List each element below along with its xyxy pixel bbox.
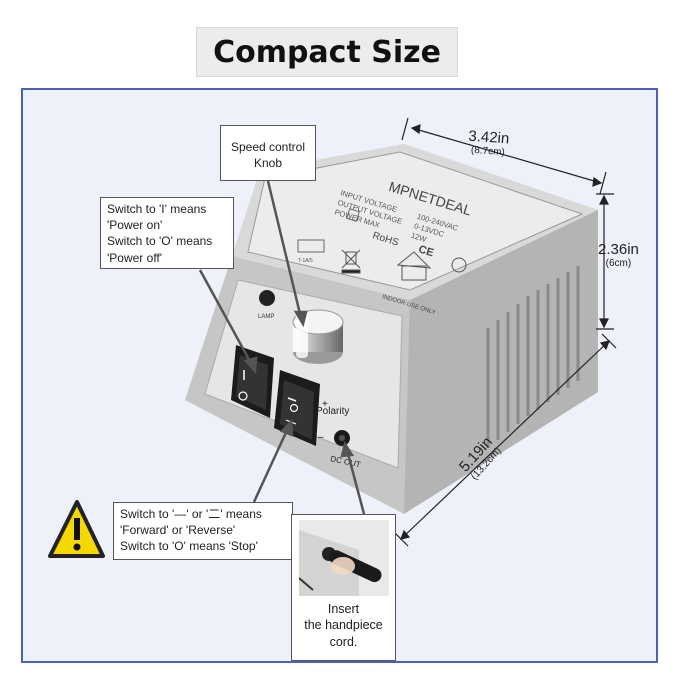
callout-line: 'Power on'	[107, 218, 163, 233]
device-label	[247, 151, 584, 291]
polarity-label: Polarity	[316, 406, 349, 417]
callout-line: Speed control	[230, 140, 306, 154]
device-front-panel	[204, 279, 403, 469]
callout-line: Switch to 'O' means	[107, 234, 213, 249]
insert-cord-callout: Insert the handpiece cord.	[291, 514, 396, 661]
dimension-lines	[393, 117, 617, 547]
cord-inset-photo	[298, 520, 389, 596]
power-switch-callout: Switch to 'I' means 'Power on' Switch to…	[100, 197, 234, 269]
vent-slots	[486, 266, 580, 448]
callout-line: 'Power off'	[107, 250, 163, 265]
height-dimension: 2.36in (6cm)	[598, 242, 639, 269]
callout-line: the handpiece	[304, 618, 383, 633]
svg-text:T-1A/5: T-1A/5	[298, 258, 313, 264]
width-value: 3.42in	[467, 127, 510, 148]
indoor-house-icon	[396, 251, 432, 281]
height-value: 2.36in	[598, 241, 639, 258]
weee-bin-icon	[341, 249, 361, 274]
plus-sign: +	[322, 399, 328, 410]
fuse-icon: T-1A/5	[297, 239, 325, 264]
minus-sign: –	[318, 432, 324, 443]
power-switch	[231, 345, 274, 418]
height-metric: (6cm)	[605, 258, 632, 269]
double-insulation-icon	[346, 208, 360, 222]
page-title: Compact Size	[196, 27, 458, 77]
leader-arrows	[198, 180, 366, 515]
callout-line: Switch to 'O' means 'Stop'	[120, 539, 258, 554]
direction-switch-callout: Switch to '—' or '二' means 'Forward' or …	[113, 502, 293, 560]
callout-line: Insert	[327, 602, 360, 616]
safety-mark-icon	[451, 257, 467, 273]
warning-icon	[48, 500, 105, 558]
callout-line: Knob	[253, 156, 283, 171]
lamp-indicator	[259, 290, 275, 306]
callout-line: cord.	[329, 634, 358, 649]
callout-line: 'Forward' or 'Reverse'	[120, 523, 236, 538]
speed-knob-callout: Speed control Knob	[220, 125, 316, 181]
width-dimension: 3.42in (8.7cm)	[467, 127, 510, 159]
callout-line: Switch to '—' or '二' means	[120, 507, 262, 521]
ce-icon: CE	[417, 243, 435, 259]
lamp-label: LAMP	[258, 314, 274, 320]
callout-line: Switch to 'I' means	[107, 202, 207, 216]
